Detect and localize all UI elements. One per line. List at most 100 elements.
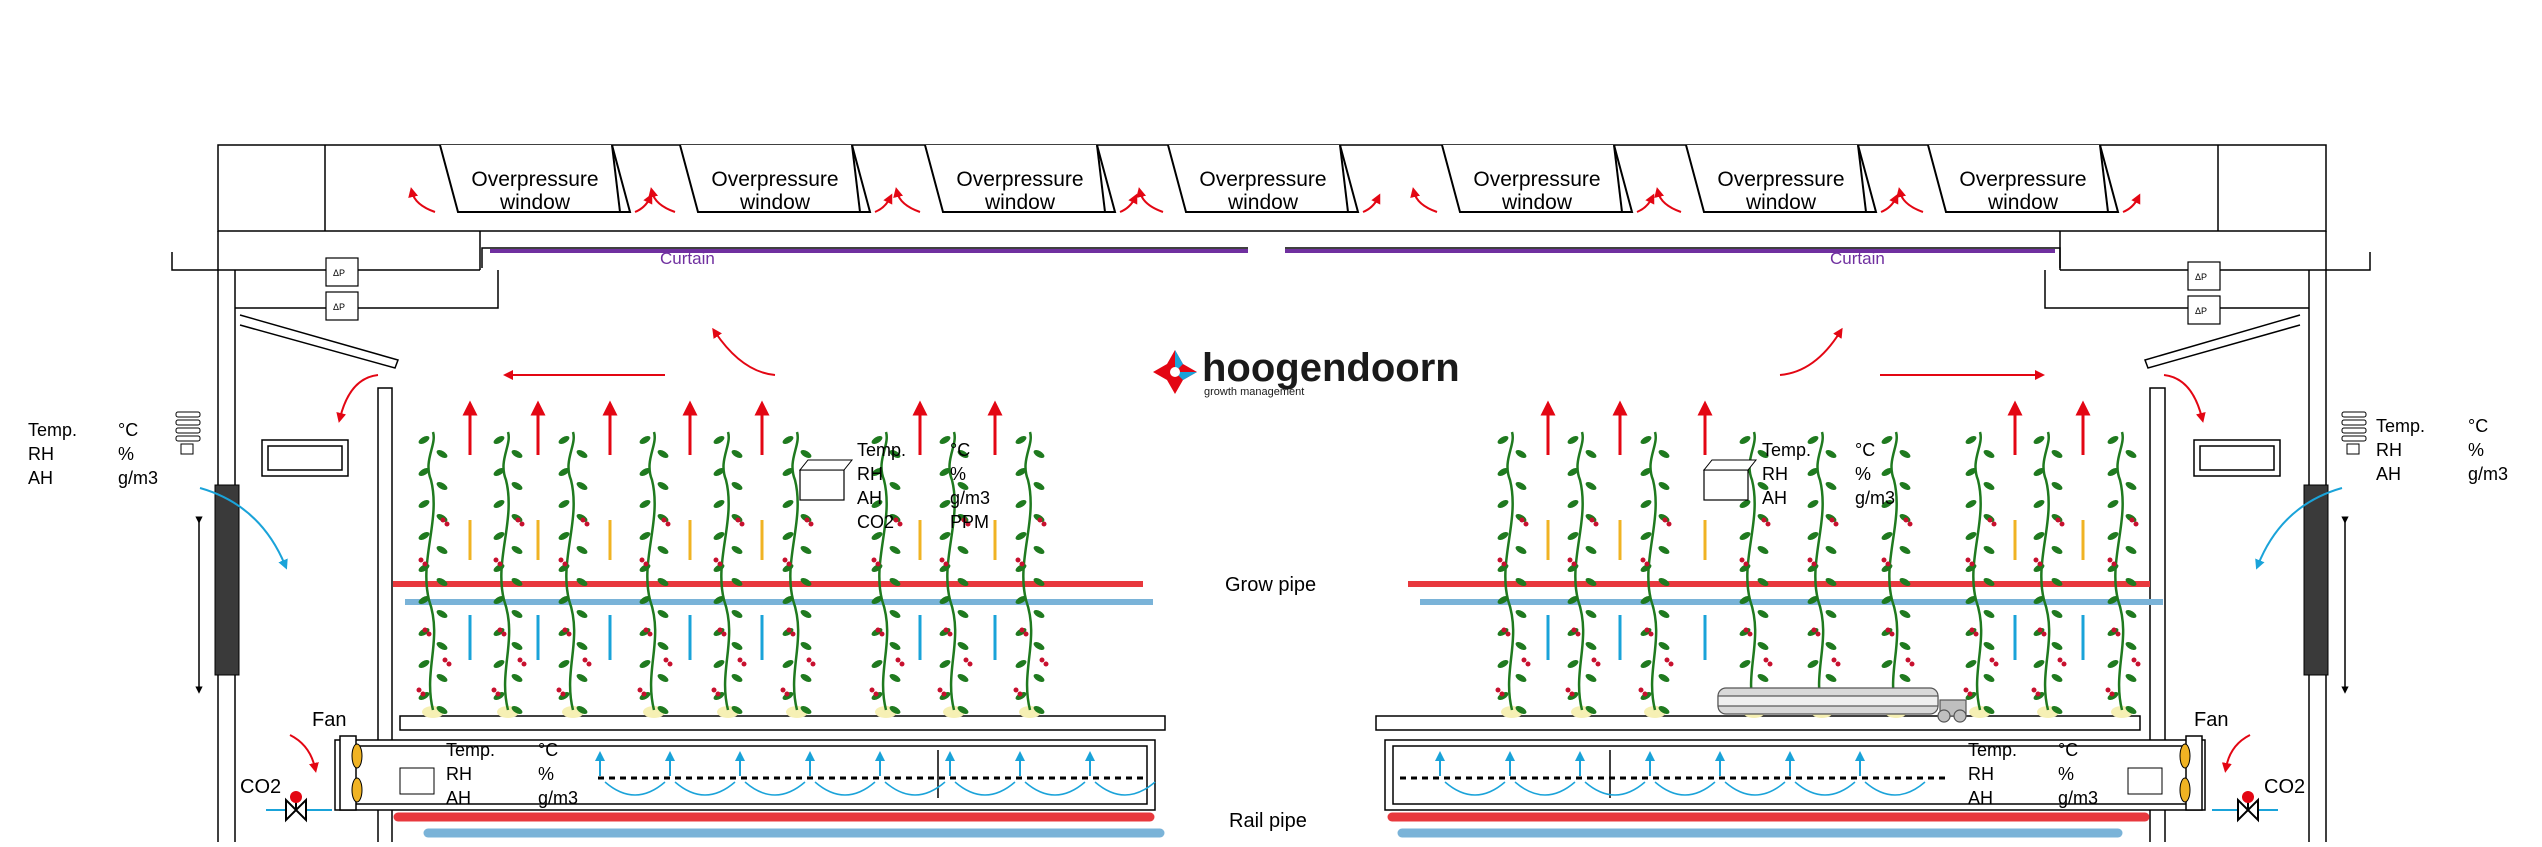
- logo-tagline: growth management: [1204, 386, 1304, 398]
- plant: [1013, 431, 1049, 718]
- sensor-unit: g/m3: [950, 488, 990, 508]
- rail-pipe-label: Rail pipe: [1229, 810, 1307, 832]
- sensor-label: RH: [2376, 440, 2402, 460]
- plant: [937, 431, 973, 718]
- sensor-label: Temp.: [2376, 416, 2425, 436]
- window-label-line2: window: [1501, 191, 1573, 214]
- window-label-line1: Overpressure: [471, 168, 598, 191]
- sensor-label: RH: [857, 464, 883, 484]
- sensor-label: Temp.: [28, 420, 77, 440]
- sensor-unit: %: [538, 764, 554, 784]
- grow-pipe-label: Grow pipe: [1225, 574, 1316, 596]
- sensor-label: AH: [446, 788, 471, 808]
- sensor-unit: g/m3: [538, 788, 578, 808]
- sensor-label: RH: [446, 764, 472, 784]
- weather-sensor-left: [175, 411, 201, 455]
- plant: [2031, 431, 2067, 718]
- sensor-unit: °C: [538, 740, 558, 760]
- duct-airflow-arrow: [1785, 751, 1856, 796]
- sensor-unit: °C: [2058, 740, 2078, 760]
- plant: [1638, 431, 1674, 718]
- sensor-unit: g/m3: [2468, 464, 2508, 484]
- wall-pads: [195, 484, 2349, 694]
- sensor-label: RH: [1762, 464, 1788, 484]
- sensor-label: CO2: [857, 512, 894, 532]
- plant: [1495, 431, 1531, 718]
- sensor-unit: °C: [950, 440, 970, 460]
- plant: [1565, 431, 1601, 718]
- pressure-symbol-lb: ΔP: [333, 302, 345, 312]
- hoogendoorn-logo: hoogendoorn growth management: [1153, 346, 1460, 398]
- sensor-label: AH: [2376, 464, 2401, 484]
- plant: [1963, 431, 1999, 718]
- crop-sensor-box-right: [1702, 459, 1758, 501]
- co2-label-right: CO2: [2264, 776, 2305, 798]
- duct-sensor-box-right: [2127, 767, 2163, 795]
- co2-valve-left: CO2: [240, 776, 332, 823]
- heater-unit: [1717, 687, 1967, 723]
- window-label-line1: Overpressure: [956, 168, 1083, 191]
- duct-airflow: [595, 751, 1926, 796]
- fan-right: Fan: [2179, 709, 2251, 811]
- window-label-line1: Overpressure: [1959, 168, 2086, 191]
- sensor-unit: %: [2468, 440, 2484, 460]
- window-label-line1: Overpressure: [1199, 168, 1326, 191]
- sensor-label: RH: [1968, 764, 1994, 784]
- pressure-symbol-rb: ΔP: [2195, 306, 2207, 316]
- duct-sensor-box-left: [399, 767, 435, 795]
- duct-airflow-arrow: [875, 751, 946, 796]
- sensor-unit: g/m3: [118, 468, 158, 488]
- plant: [556, 431, 592, 718]
- duct-airflow-arrow: [1715, 751, 1786, 796]
- pressure-sensor-right-bottom: [2187, 295, 2221, 325]
- plant: [869, 431, 905, 718]
- sensor-unit: g/m3: [1855, 488, 1895, 508]
- air-ducts: [334, 739, 2206, 811]
- duct-airflow-arrow: [1505, 751, 1576, 796]
- weather-sensor-right: [2341, 411, 2367, 455]
- window-label-line1: Overpressure: [1717, 168, 1844, 191]
- duct-airflow-arrow: [735, 751, 806, 796]
- sensor-label: AH: [28, 468, 53, 488]
- pressure-sensor-right-top: [2187, 261, 2221, 291]
- window-label-line2: window: [1745, 191, 1817, 214]
- sensor-label: Temp.: [446, 740, 495, 760]
- sensor-unit: °C: [1855, 440, 1875, 460]
- plant: [711, 431, 747, 718]
- window-label-line2: window: [739, 191, 811, 214]
- window-label-line2: window: [1987, 191, 2059, 214]
- curtain-label-left: Curtain: [660, 249, 715, 268]
- window-label-line2: window: [499, 191, 571, 214]
- duct-airflow-arrow: [1085, 751, 1156, 796]
- duct-airflow-arrow: [1645, 751, 1716, 796]
- plant: [2105, 431, 2141, 718]
- crop-gutters: [399, 715, 2141, 731]
- duct-airflow-arrow: [665, 751, 736, 796]
- pressure-sensors: ΔP ΔP ΔP ΔP: [325, 257, 2221, 325]
- curtain: Curtain Curtain: [481, 247, 2061, 268]
- sensor-unit: PPM: [950, 512, 989, 532]
- sensor-label: Temp.: [857, 440, 906, 460]
- window-label-line2: window: [1227, 191, 1299, 214]
- rail-pipes: Rail pipe: [393, 810, 2150, 838]
- plant: [1805, 431, 1841, 718]
- crop-sensor-box-left: [798, 459, 854, 501]
- duct-airflow-arrow: [805, 751, 876, 796]
- pressure-symbol-lt: ΔP: [333, 268, 345, 278]
- pressure-sensor-left-top: [325, 257, 359, 287]
- sensor-label: Temp.: [1762, 440, 1811, 460]
- plant: [780, 431, 816, 718]
- sensor-unit: %: [950, 464, 966, 484]
- duct-airflow-arrow: [1015, 751, 1086, 796]
- pressure-sensor-left-bottom: [325, 291, 359, 321]
- plant: [637, 431, 673, 718]
